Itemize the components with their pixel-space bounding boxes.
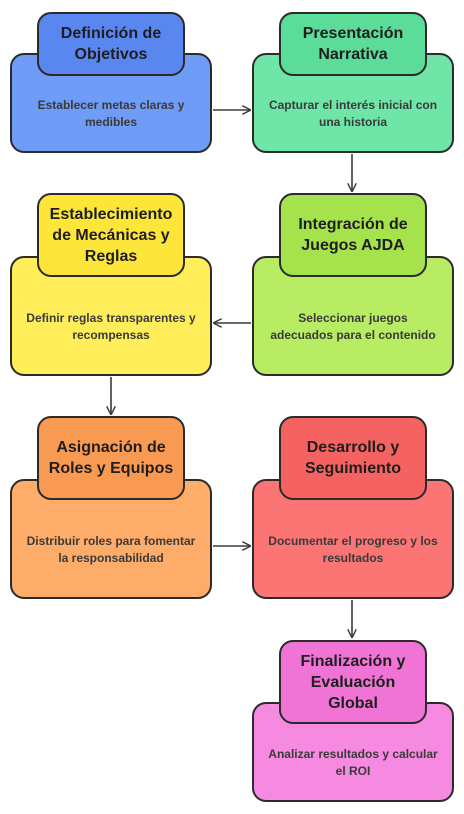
step-4-title-box: Establecimiento de Mecánicas y Reglas [37,193,185,277]
step-6-title: Desarrollo y Seguimiento [304,439,401,477]
step-7-description: Analizar resultados y calcular el ROI [268,747,438,778]
step-2-description: Capturar el interés inicial con una hist… [268,98,438,129]
step-7-title-box: Finalización y Evaluación Global [279,640,427,724]
step-3-title: Integración de Juegos AJDA [298,216,408,254]
step-7-title: Finalización y Evaluación Global [300,652,406,712]
step-4-title: Establecimiento de Mecánicas y Reglas [49,205,173,265]
step-5-title: Asignación de Roles y Equipos [48,439,174,477]
step-3-description: Seleccionar juegos adecuados para el con… [270,311,436,342]
step-1-title-box: Definición de Objetivos [37,12,185,76]
step-5-title-box: Asignación de Roles y Equipos [37,416,185,500]
step-3-title-box: Integración de Juegos AJDA [279,193,427,277]
step-6-description: Documentar el progreso y los resultados [268,534,438,565]
step-2-title: Presentación Narrativa [302,25,404,63]
step-3-body: Seleccionar juegos adecuados para el con… [252,256,454,376]
step-1-description: Establecer metas claras y medibles [37,98,185,129]
step-6-title-box: Desarrollo y Seguimiento [279,416,427,500]
step-1-title: Definición de Objetivos [60,25,162,63]
step-5-description: Distribuir roles para fomentar la respon… [26,534,196,565]
step-2-title-box: Presentación Narrativa [279,12,427,76]
step-4-description: Definir reglas transparentes y recompens… [26,311,196,342]
